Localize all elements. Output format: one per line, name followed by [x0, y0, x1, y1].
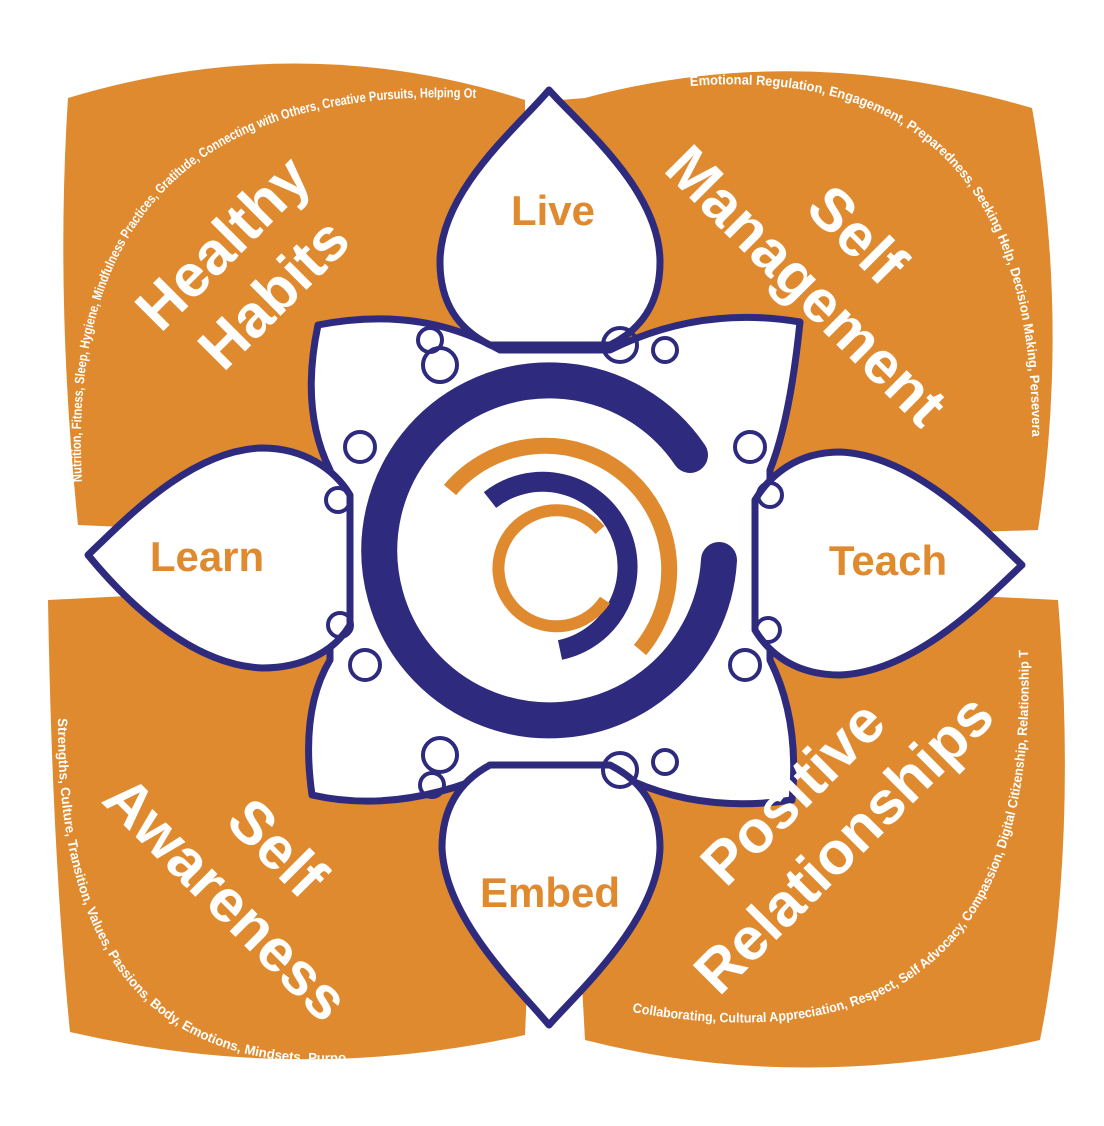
spiral-orange-ring — [443, 437, 678, 656]
spiral-outer-navy — [361, 362, 737, 739]
center-spiral — [361, 362, 737, 739]
petal-label-learn: Learn — [150, 533, 264, 580]
petal-right — [751, 448, 1026, 679]
swirl-ornaments — [324, 326, 784, 799]
spiral-inner-orange — [492, 504, 611, 633]
petal-left — [84, 444, 354, 672]
petal-label-embed: Embed — [480, 869, 620, 916]
petal-label-live: Live — [511, 187, 595, 234]
petal-label-teach: Teach — [829, 537, 947, 584]
petal-top — [436, 86, 664, 349]
spiral-inner-navy — [483, 471, 638, 660]
petal-bottom — [438, 761, 664, 1029]
